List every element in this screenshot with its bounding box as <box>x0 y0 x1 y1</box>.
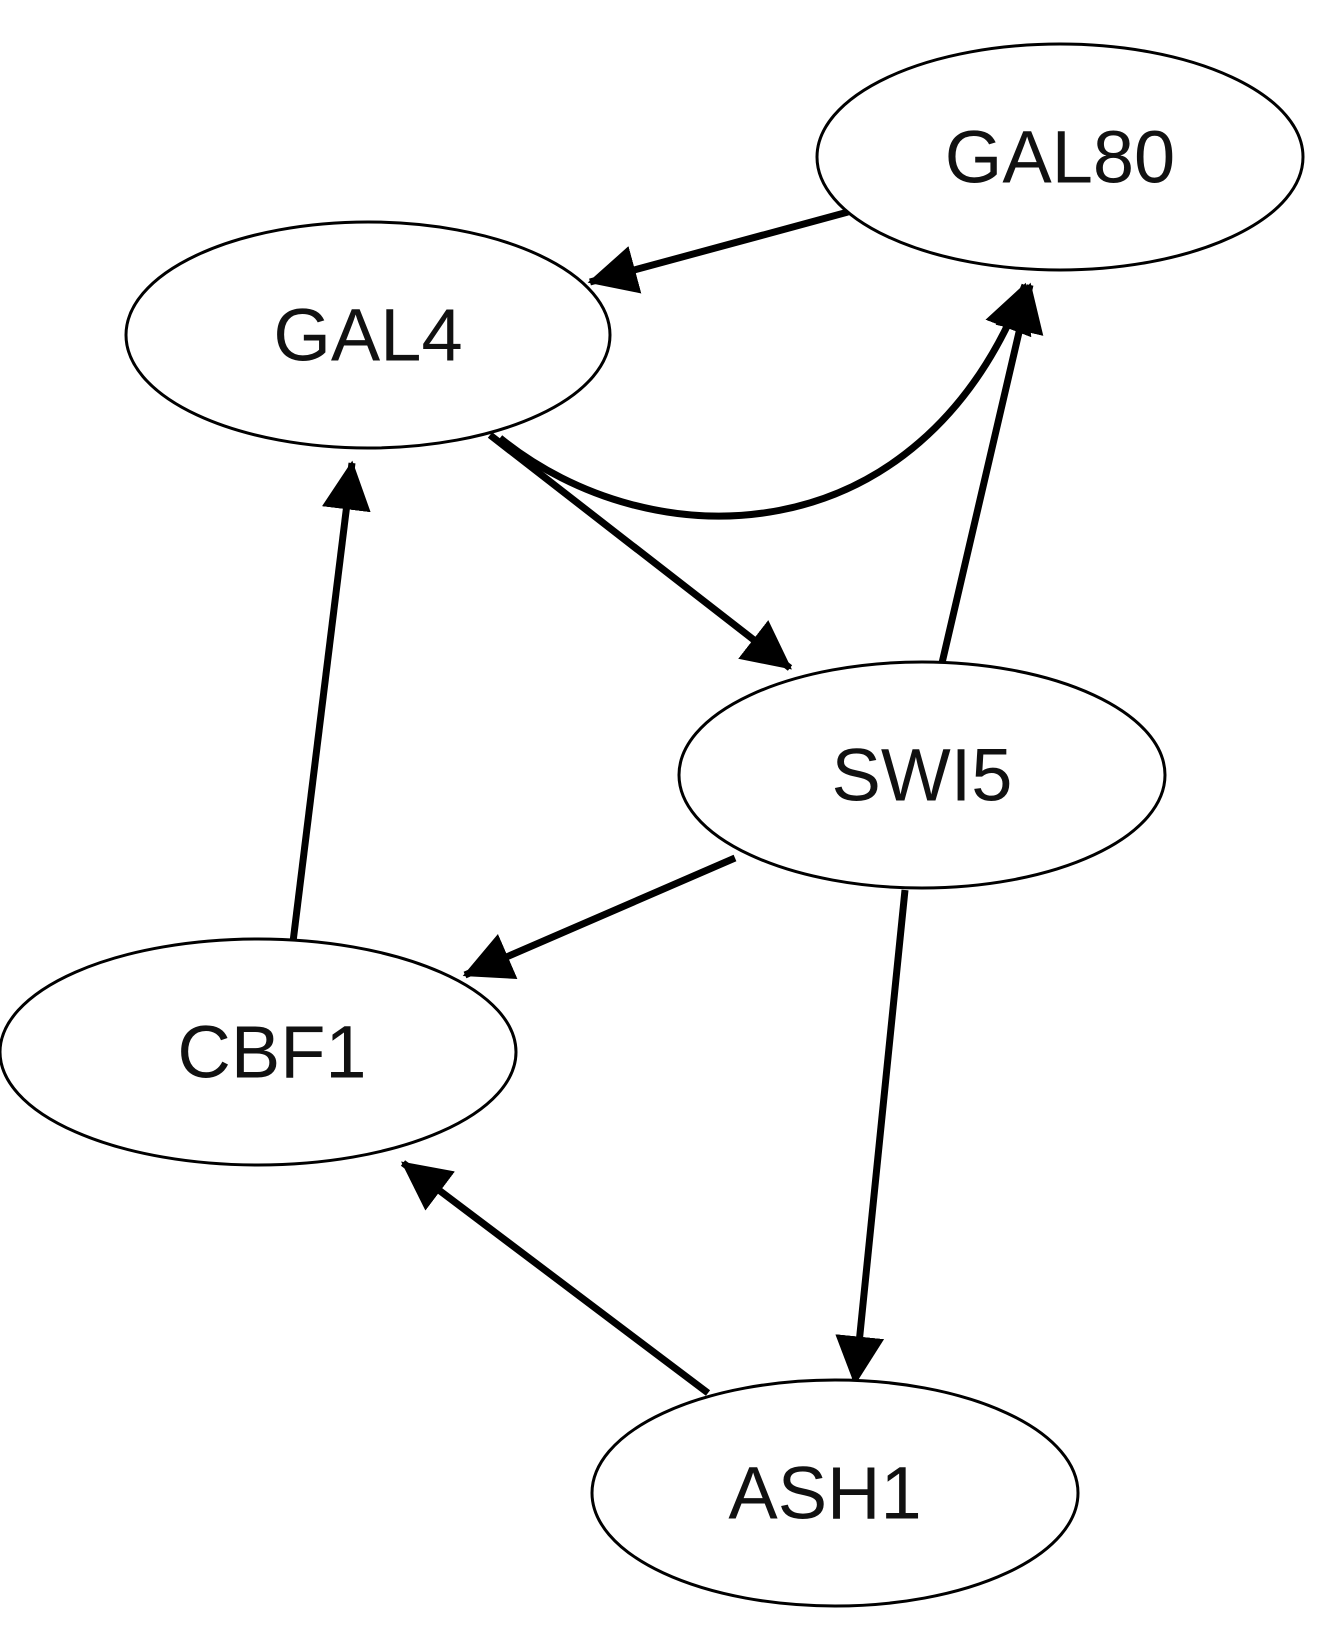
node-gal4-label: GAL4 <box>273 294 462 377</box>
node-swi5-ellipse <box>677 660 1167 890</box>
node-ash1: ASH1 <box>590 1378 1080 1608</box>
edge-gal80-to-gal4 <box>587 208 849 294</box>
node-gal80-label: GAL80 <box>945 116 1175 199</box>
edge-ash1-to-cbf1 <box>400 1160 711 1396</box>
edge-gal4-to-gal80 <box>497 282 1032 520</box>
node-swi5-label: SWI5 <box>832 734 1013 817</box>
node-ash1-label: ASH1 <box>728 1452 921 1535</box>
edge-gal4-to-swi5 <box>487 432 793 671</box>
edge-layer <box>289 208 1044 1396</box>
node-gal80: GAL80 <box>815 42 1305 272</box>
edge-swi5-to-ash1 <box>835 889 909 1386</box>
node-gal4-ellipse <box>124 220 612 450</box>
node-cbf1-label: CBF1 <box>177 1011 366 1094</box>
node-ash1-ellipse <box>590 1378 1080 1608</box>
node-gal80-ellipse <box>815 42 1305 272</box>
edge-cbf1-to-gal4 <box>289 460 371 943</box>
edge-swi5-to-cbf1 <box>462 854 737 979</box>
node-gal4: GAL4 <box>124 220 612 450</box>
node-cbf1-ellipse <box>0 937 518 1167</box>
node-swi5: SWI5 <box>677 660 1167 890</box>
node-layer: GAL80 GAL4 SWI5 CBF1 ASH1 <box>0 42 1305 1608</box>
edge-swi5-to-gal80 <box>938 282 1044 664</box>
node-cbf1: CBF1 <box>0 937 518 1167</box>
